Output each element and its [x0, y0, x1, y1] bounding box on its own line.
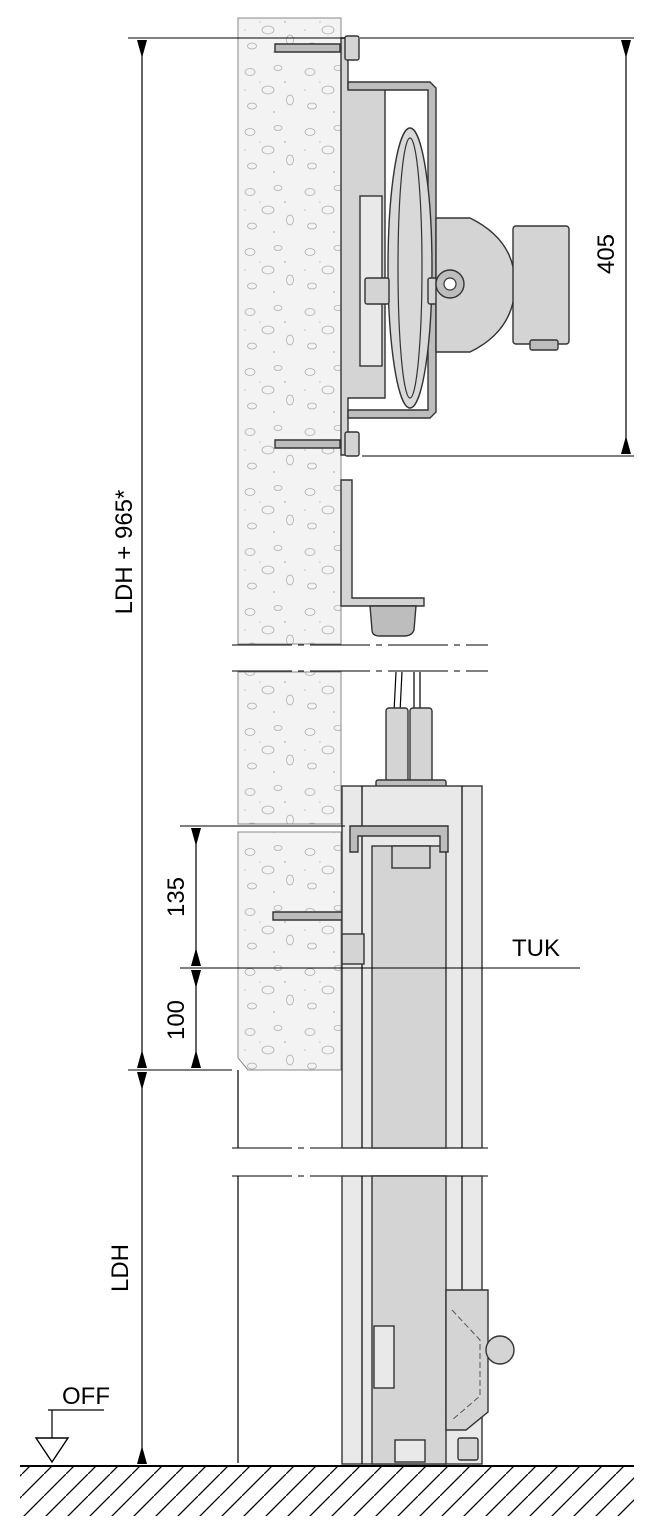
suspension-ropes: [375, 671, 447, 803]
safety-gear-housing: [445, 1289, 489, 1431]
car-frame-lower: [371, 1175, 447, 1465]
drive-unit: [340, 37, 570, 456]
bottom-bolt: [457, 1437, 479, 1461]
floor-hatching: [20, 1466, 634, 1516]
wall-middle-section: [237, 671, 342, 825]
safety-gear-wedge: [451, 1309, 481, 1421]
gearbox-foot: [529, 339, 559, 351]
dimension-lines: [128, 37, 634, 1464]
car-frame-upper: [371, 845, 447, 1149]
label-405: 405: [593, 234, 620, 274]
concrete-wall: [232, 17, 488, 1463]
off-level-marker: [34, 1409, 104, 1464]
crosshead-beam: [349, 825, 449, 853]
bolt-nut-left: [364, 277, 390, 305]
label-100: 100: [163, 1000, 190, 1040]
bracket-frame: [347, 81, 437, 419]
wall-lower-section: [237, 831, 342, 1071]
guide-rail-assembly: [341, 785, 515, 1465]
wall-upper-section: [237, 17, 342, 645]
cable-guide-bracket: [340, 479, 425, 637]
label-tuk: TUK: [512, 935, 560, 962]
label-off: OFF: [62, 1383, 110, 1410]
anchor-bolt-lower: [274, 431, 360, 457]
motor-shaft-center: [443, 277, 457, 291]
rail-clip: [341, 933, 365, 965]
buffer-slot: [373, 1325, 395, 1389]
anchor-bolt-top: [274, 35, 360, 61]
gearbox: [512, 225, 570, 345]
pulley-groove: [397, 137, 423, 399]
label-ldh-plus-965: LDH + 965*: [111, 490, 138, 615]
pulley-wheel: [387, 127, 433, 409]
label-ldh: LDH: [107, 1244, 134, 1292]
car-bottom-block: [394, 1439, 426, 1463]
level-triangle-icon: [34, 1437, 70, 1464]
crosshead-plate: [391, 845, 431, 869]
label-135: 135: [163, 877, 190, 917]
floor: [20, 1465, 634, 1516]
safety-gear-roller: [485, 1335, 515, 1365]
